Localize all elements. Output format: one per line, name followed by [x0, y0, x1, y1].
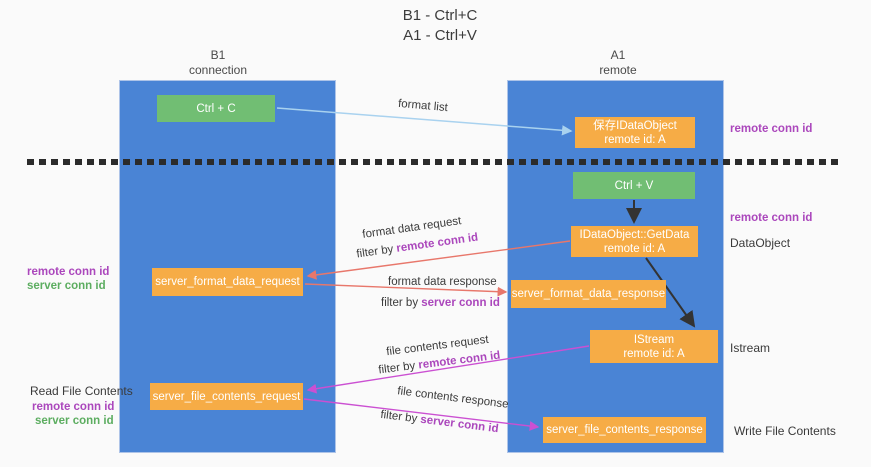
istream-line2: remote id: A — [623, 347, 685, 360]
server-file-contents-request-box: server_file_contents_request — [150, 383, 303, 410]
istream-line1: IStream — [633, 333, 675, 346]
server-format-data-response-box: server_format_data_response — [511, 280, 666, 308]
getdata-to-istream-arrow — [645, 257, 696, 328]
getdata-line1: IDataObject::GetData — [579, 228, 690, 241]
ctrl-v-label: Ctrl + V — [614, 179, 654, 192]
ctrl-c-label: Ctrl + C — [196, 102, 236, 115]
lifeline-a1-name: A1 — [610, 48, 626, 62]
filter-key-server-conn-id: server conn id — [421, 297, 500, 309]
server-format-data-request-label: server_format_data_request — [155, 276, 300, 288]
right-dataobject-label: DataObject — [730, 236, 791, 250]
ctrl-v-box: Ctrl + V — [573, 172, 695, 199]
ctrl-c-box: Ctrl + C — [157, 95, 275, 122]
right-mid-remote-conn-id: remote conn id — [730, 212, 813, 224]
right-top-remote-conn-id: remote conn id — [730, 123, 813, 135]
save-dataobject-line1: 保存IDataObject — [593, 119, 677, 132]
format-list-arrow — [276, 107, 573, 136]
lifeline-header-a1: A1 remote — [558, 48, 678, 78]
left-bottom-remote-conn-id: remote conn id — [32, 401, 115, 413]
istream-box: IStream remote id: A — [590, 330, 718, 363]
format-data-response-filter: filter by server conn id — [381, 297, 500, 309]
server-file-contents-response-label: server_file_contents_response — [546, 424, 703, 436]
save-dataobject-box: 保存IDataObject remote id: A — [575, 117, 695, 148]
save-dataobject-line2: remote id: A — [604, 133, 666, 146]
lifeline-b1-role: connection — [188, 63, 248, 77]
filter-prefix: filter by — [381, 297, 422, 309]
diagram-title-line1: B1 - Ctrl+C — [402, 7, 478, 24]
diagram-title-line2: A1 - Ctrl+V — [403, 27, 477, 44]
right-istream-label: Istream — [730, 341, 771, 355]
server-file-contents-response-box: server_file_contents_response — [543, 417, 706, 443]
server-file-contents-request-label: server_file_contents_request — [152, 390, 301, 403]
left-read-file-contents-label: Read File Contents — [30, 384, 133, 398]
left-mid-server-conn-id: server conn id — [27, 280, 106, 292]
format-data-request-arrow — [306, 240, 571, 280]
server-format-data-request-box: server_format_data_request — [152, 268, 303, 296]
file-contents-response-arrow — [303, 398, 540, 431]
lifeline-header-b1: B1 connection — [158, 48, 278, 78]
format-data-response-label: format data response — [388, 276, 497, 288]
getdata-line2: remote id: A — [603, 242, 666, 255]
getdata-box: IDataObject::GetData remote id: A — [571, 226, 698, 257]
lifeline-a1-role: remote — [599, 63, 637, 77]
right-write-file-contents-label: Write File Contents — [734, 424, 836, 438]
server-format-data-response-label: server_format_data_response — [511, 288, 666, 300]
diagram-title: B1 - Ctrl+C A1 - Ctrl+V — [340, 6, 540, 46]
file-contents-request-arrow — [306, 345, 590, 394]
left-bottom-server-conn-id: server conn id — [35, 415, 114, 427]
lifeline-b1-name: B1 — [210, 48, 226, 62]
phase-separator-dashed-line — [27, 159, 838, 165]
format-data-response-arrow — [304, 283, 508, 297]
left-mid-remote-conn-id: remote conn id — [27, 266, 110, 278]
